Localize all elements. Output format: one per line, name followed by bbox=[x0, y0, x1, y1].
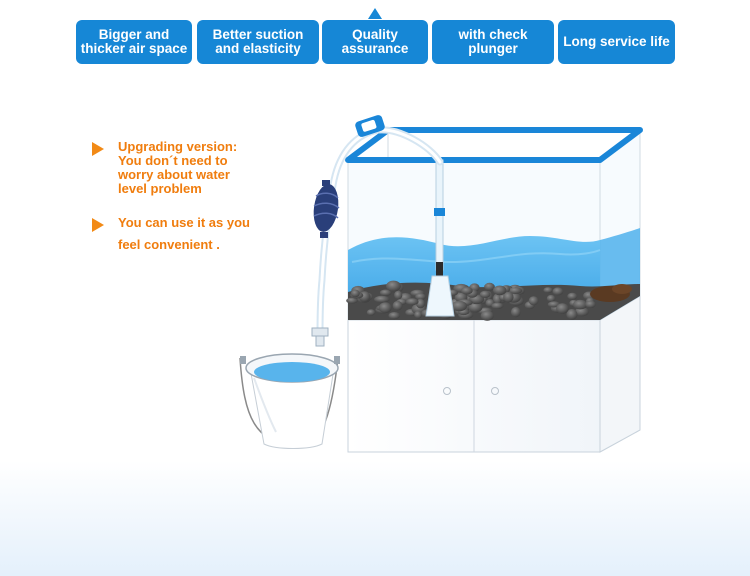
gravel-vacuum-tube-icon bbox=[425, 159, 455, 317]
pebble bbox=[567, 292, 578, 300]
pebble bbox=[585, 300, 596, 309]
siphon-hose-icon bbox=[311, 115, 444, 347]
pebble bbox=[394, 290, 403, 300]
pebble bbox=[508, 287, 523, 294]
pebble bbox=[378, 302, 392, 314]
pebble bbox=[566, 309, 578, 320]
pebble bbox=[503, 291, 514, 303]
aquarium-tank-icon bbox=[345, 127, 643, 453]
note-text: Upgrading version: You don´t need to wor… bbox=[118, 139, 238, 196]
pebble bbox=[468, 301, 483, 313]
hose-clip-icon bbox=[355, 115, 385, 137]
pebble bbox=[574, 307, 589, 317]
pebble bbox=[556, 303, 569, 314]
tab-bigger-air-space[interactable]: Bigger and thicker air space bbox=[76, 20, 192, 64]
pebble bbox=[350, 289, 360, 298]
pebble bbox=[479, 290, 491, 298]
orange-arrow-icon bbox=[92, 218, 104, 232]
pebble bbox=[510, 307, 521, 318]
pebble bbox=[460, 286, 473, 295]
pebble bbox=[546, 294, 556, 302]
pebble bbox=[480, 310, 494, 321]
pebble bbox=[374, 295, 390, 303]
tab-check-plunger[interactable]: with check plunger bbox=[432, 20, 554, 64]
pebble bbox=[392, 300, 403, 311]
pebble bbox=[366, 309, 376, 316]
pebble bbox=[543, 287, 553, 294]
note-text: You can use it as you feel convenient . bbox=[118, 215, 250, 252]
active-tab-indicator bbox=[368, 8, 382, 19]
pebble bbox=[528, 296, 539, 306]
pebble bbox=[451, 300, 468, 312]
pebble bbox=[484, 282, 495, 291]
pebble bbox=[491, 302, 504, 309]
bucket-icon bbox=[239, 353, 340, 449]
pebble bbox=[388, 312, 401, 320]
orange-arrow-icon bbox=[92, 142, 104, 156]
tab-better-suction[interactable]: Better suction and elasticity bbox=[197, 20, 319, 64]
gravel-bed bbox=[346, 280, 640, 321]
pebble bbox=[386, 280, 401, 292]
tab-quality-assurance[interactable]: Quality assurance bbox=[322, 20, 428, 64]
pebble bbox=[415, 293, 426, 300]
pebble bbox=[573, 299, 588, 310]
pebble bbox=[414, 310, 423, 319]
pebble bbox=[493, 285, 507, 296]
pebble bbox=[552, 287, 564, 296]
tab-long-service-life[interactable]: Long service life bbox=[558, 20, 675, 64]
hose-valve-icon bbox=[311, 327, 329, 347]
pebble bbox=[405, 298, 419, 306]
pebble bbox=[346, 297, 358, 304]
hand-pump-bulb-icon bbox=[313, 180, 340, 238]
feature-tab-bar: Bigger and thicker air space Better suct… bbox=[76, 8, 675, 64]
pebble bbox=[379, 289, 392, 296]
